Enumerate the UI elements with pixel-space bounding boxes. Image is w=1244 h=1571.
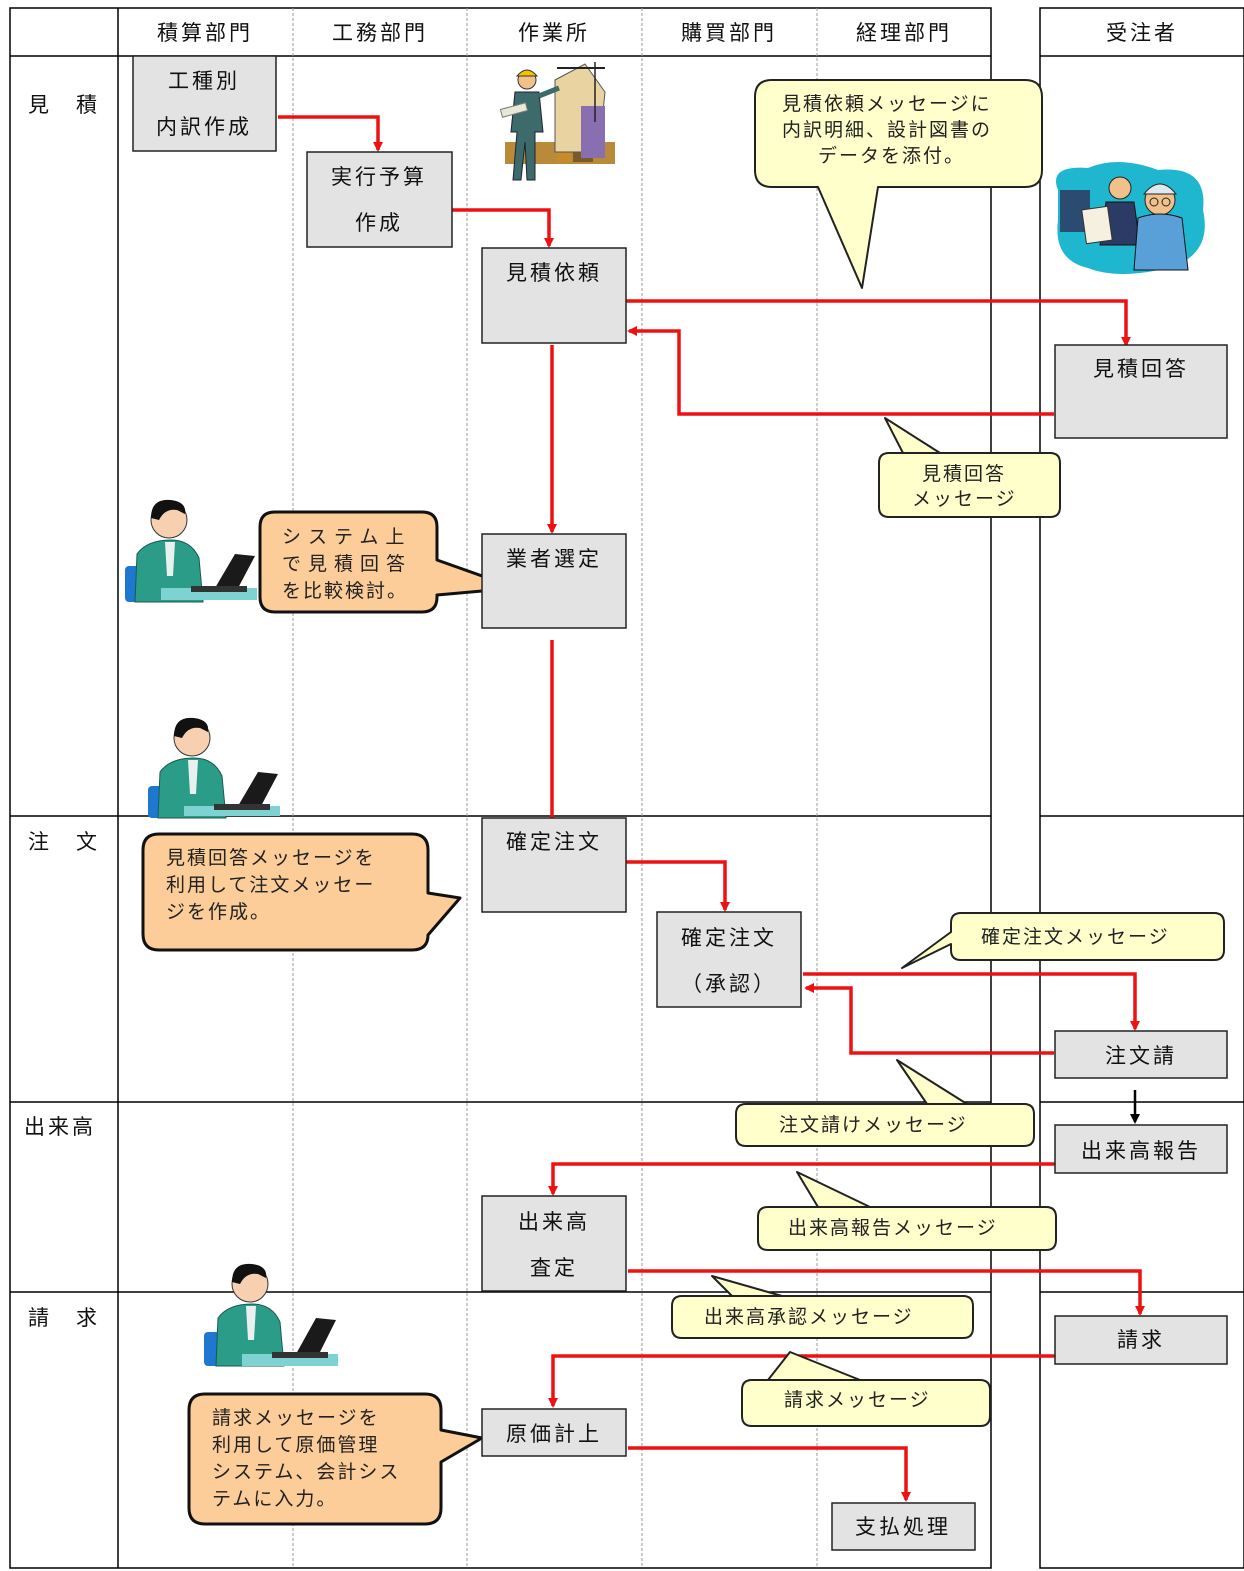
callouts: 見積依頼メッセージに 内訳明細、設計図書の データを添付。 見積回答 メッセージ…: [141, 79, 1225, 1526]
box-dekidaka-satei: 出来高 査定: [481, 1195, 627, 1292]
box-gyousya-label: 業者選定: [506, 547, 602, 571]
arrow-kaitou-to-irai: [627, 326, 1054, 416]
box-jikkou-line2: 作成: [355, 211, 403, 235]
office-worker-laptop-icon: [125, 499, 257, 603]
office-worker-laptop-icon: [148, 717, 280, 819]
arrow-ukeoi-to-shounin: [804, 983, 1054, 1055]
box-seikyu: 請求: [1054, 1315, 1228, 1365]
callout-riyou: 見積回答メッセージを 利用して注文メッセー ジを作成。: [141, 832, 462, 952]
arrow-jikkou-to-irai: [452, 208, 554, 248]
lane-header-sagyousyo: 作業所: [518, 21, 590, 45]
box-dekidaka-satei-line2: 査定: [530, 1256, 578, 1280]
callout-shounin-message: 出来高承認メッセージ: [671, 1275, 974, 1339]
box-jikkou-line1: 実行予算: [331, 165, 427, 189]
callout-riyou-line2: 利用して注文メッセー: [166, 874, 375, 896]
arrow-genka-to-shiharai: [628, 1446, 911, 1502]
arrow-shounin-to-ukeoi: [803, 972, 1140, 1031]
callout-kaitou-line2: メッセージ: [912, 488, 1017, 510]
box-dekidaka-satei-line1: 出来高: [518, 1210, 590, 1234]
box-chumon-uke-label: 注文請: [1105, 1044, 1177, 1068]
arrow-irai-to-kaitou: [626, 299, 1131, 347]
box-dekidaka-houkoku-label: 出来高報告: [1081, 1139, 1201, 1163]
callout-hikaku-line3: を比較検討。: [282, 580, 408, 602]
box-kousyubetsu-line1: 工種別: [168, 69, 240, 93]
callout-genka-line3: システム、会計シス: [212, 1461, 400, 1483]
flow-arrows: [278, 115, 1145, 1502]
lane-header-keiri: 経理部門: [856, 21, 952, 45]
box-kakutei-chumon-label: 確定注文: [506, 830, 602, 854]
callout-houkoku-text: 出来高報告メッセージ: [788, 1217, 998, 1239]
callout-kakutei-text: 確定注文メッセージ: [981, 926, 1170, 948]
architect-clipart-icon: [499, 62, 615, 181]
box-mitsumori-kaitou: 見積回答: [1054, 344, 1228, 439]
callout-houkoku-message: 出来高報告メッセージ: [757, 1171, 1057, 1251]
callout-kaitou-message: 見積回答 メッセージ: [878, 417, 1061, 518]
box-kakutei-shounin-line1: 確定注文: [681, 926, 777, 950]
box-dekidaka-houkoku: 出来高報告: [1054, 1124, 1228, 1174]
lane-header-koubai: 購買部門: [681, 21, 777, 45]
lane-header-koumu: 工務部門: [332, 21, 428, 45]
phase-seikyu: 請 求: [28, 1306, 100, 1330]
lane-dividers: [292, 8, 818, 1568]
arrow-satei-to-seikyu: [628, 1269, 1145, 1316]
callout-kakutei-message: 確定注文メッセージ: [901, 912, 1225, 969]
phase-labels: 見 積 注 文 出来高 請 求: [24, 93, 100, 1330]
callout-genka-line1: 請求メッセージを: [212, 1407, 380, 1429]
callout-genka-note: 請求メッセージを 利用して原価管理 システム、会計シス テムに入力。: [187, 1392, 484, 1526]
callout-seikyu-message: 請求メッセージ: [741, 1351, 991, 1427]
lane-header-juchuusya: 受注者: [1106, 21, 1178, 45]
box-kakutei-shounin: 確定注文 （承認）: [656, 911, 802, 1008]
callout-ukeoi-message: 注文請けメッセージ: [735, 1059, 1035, 1147]
box-seikyu-label: 請求: [1117, 1328, 1165, 1352]
lane-header-sekisan: 積算部門: [157, 21, 253, 45]
callout-irai-line3: データを添付。: [818, 145, 965, 167]
callout-irai-line2: 内訳明細、設計図書の: [782, 119, 992, 141]
callout-ukeoi-text: 注文請けメッセージ: [779, 1114, 968, 1136]
callout-seikyu-text: 請求メッセージ: [784, 1389, 931, 1411]
office-worker-laptop-icon: [204, 1263, 338, 1367]
box-kousyubetsu: 工種別 内訳作成: [132, 55, 277, 152]
process-boxes: 工種別 内訳作成 実行予算 作成 見積依頼 見積回答 業者選定 確定注文 確定注…: [132, 55, 1228, 1551]
callout-riyou-line3: ジを作成。: [166, 901, 271, 923]
arrow-seikyu-to-genka: [548, 1354, 1057, 1408]
callout-riyou-line1: 見積回答メッセージを: [166, 847, 376, 869]
callout-kaitou-line1: 見積回答: [922, 463, 1006, 485]
callout-irai-line1: 見積依頼メッセージに: [782, 93, 992, 115]
box-genka-keijou: 原価計上: [481, 1408, 627, 1457]
workers-clipart-icon: [1056, 161, 1205, 274]
box-gyousya-sentei: 業者選定: [481, 533, 627, 629]
box-mitsumori-irai-label: 見積依頼: [506, 261, 602, 285]
phase-dekidaka: 出来高: [24, 1115, 96, 1139]
callout-irai-message: 見積依頼メッセージに 内訳明細、設計図書の データを添付。: [754, 79, 1043, 289]
callout-shounin-text: 出来高承認メッセージ: [704, 1306, 914, 1328]
box-shiharai: 支払処理: [831, 1502, 976, 1551]
callout-genka-line2: 利用して原価管理: [212, 1434, 379, 1456]
callout-hikaku: システム上 で見積回答 を比較検討。: [258, 510, 518, 614]
box-kakutei-shounin-line2: （承認）: [681, 972, 777, 996]
box-mitsumori-irai: 見積依頼: [481, 247, 627, 344]
callout-hikaku-line1: システム上: [282, 526, 411, 548]
box-genka-label: 原価計上: [506, 1422, 602, 1446]
arrow-kakutei-to-shounin: [624, 860, 730, 912]
box-chumon-uke: 注文請: [1054, 1030, 1228, 1079]
arrow-kousyu-to-jikkou: [278, 115, 383, 152]
callout-hikaku-line2: で見積回答: [282, 553, 412, 575]
lane-headers: 積算部門 工務部門 作業所 購買部門 経理部門 受注者: [157, 21, 1178, 45]
callout-genka-line4: テムに入力。: [212, 1488, 337, 1510]
box-kousyubetsu-line2: 内訳作成: [156, 115, 252, 139]
box-jikkou-yosan: 実行予算 作成: [306, 151, 453, 248]
phase-mitsumori: 見 積: [28, 93, 100, 117]
box-shiharai-label: 支払処理: [855, 1515, 951, 1539]
arrow-houkoku-to-satei: [548, 1162, 1057, 1196]
box-kakutei-chumon: 確定注文: [481, 817, 627, 913]
box-mitsumori-kaitou-label: 見積回答: [1093, 357, 1189, 381]
phase-chumon: 注 文: [28, 830, 100, 854]
